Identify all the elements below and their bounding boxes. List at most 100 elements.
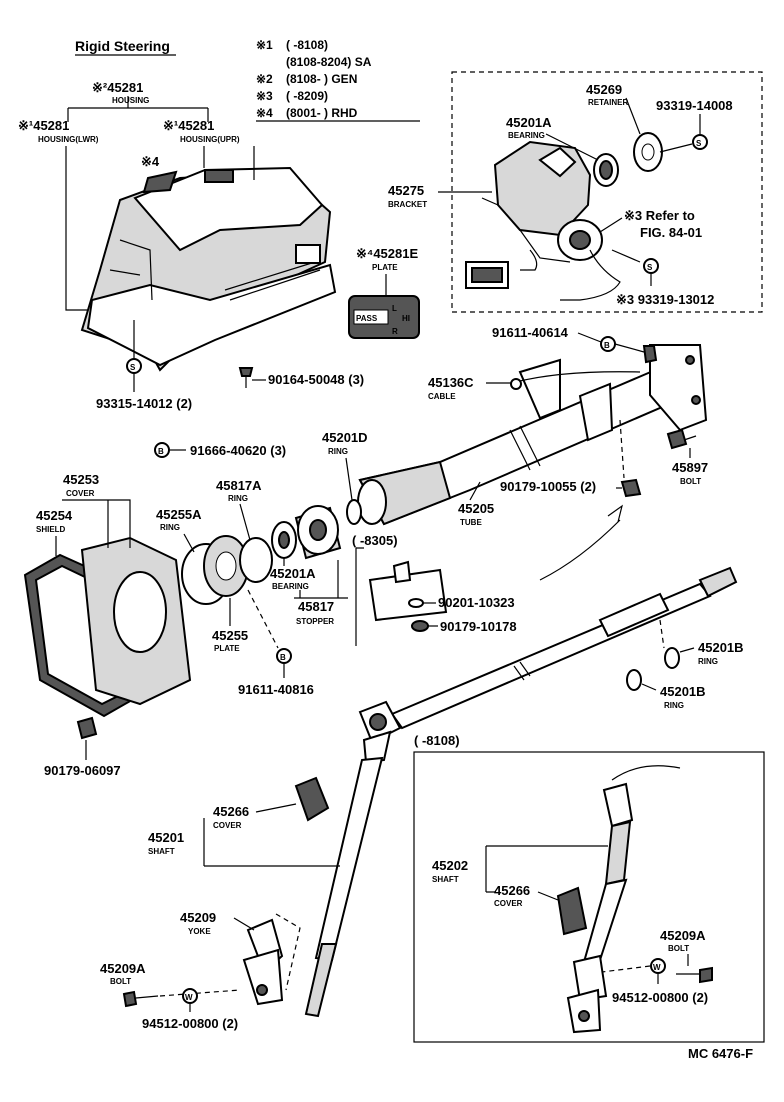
figure-ref: FIG. 84-01 [640, 225, 702, 240]
part-number: 45209A [660, 928, 706, 943]
part-number: 91611-40816 [238, 682, 314, 697]
callout-45255: 45255 PLATE [212, 598, 248, 653]
symbol-b: B [604, 341, 610, 350]
callout-90164: 90164-50048 (3) [238, 367, 364, 388]
column-tube [357, 366, 692, 526]
part-number: 45817A [216, 478, 262, 493]
range-label: ( -8305) [352, 533, 398, 548]
part-number: 45136C [428, 375, 474, 390]
callout-45255a: 45255A RING [156, 507, 202, 553]
part-number: 45275 [388, 183, 424, 198]
callout-45201: 45201 SHAFT [148, 818, 340, 867]
intermediate-shaft [304, 756, 384, 1018]
callout-45281-housing-upr: ※¹45281 HOUSING(UPR) [163, 118, 255, 180]
note-text-1: ( -8108) [286, 38, 328, 52]
part-number: 93319-14008 [656, 98, 733, 113]
part-number: 45897 [672, 460, 708, 475]
symbol-w: W [653, 963, 661, 972]
ring-45201b-2 [626, 669, 642, 691]
part-name: SHIELD [36, 525, 66, 534]
bracket-detail-box [451, 71, 763, 313]
part-number: 45205 [458, 501, 494, 516]
callout-45209: 45209 YOKE [180, 910, 301, 991]
part-number: 45201D [322, 430, 368, 445]
part-name: SHAFT [148, 847, 175, 856]
ring-45817a [239, 537, 273, 583]
callout-90179-10055: 90179-10055 (2) [500, 419, 642, 498]
cover-45253 [80, 536, 192, 706]
part-number: ※⁴45281E [356, 246, 418, 261]
callout-45136c: 45136C CABLE [428, 371, 641, 401]
stopper-45817 [294, 505, 342, 560]
part-number: 94512-00800 (2) [612, 990, 708, 1005]
symbol-s: S [696, 139, 702, 148]
part-number: 91666-40620 (3) [190, 443, 286, 458]
part-name: RING [664, 701, 684, 710]
plate-text-hi: HI [402, 314, 410, 323]
part-name: PLATE [372, 263, 398, 272]
note-text-2: (8108- ) GEN [286, 72, 357, 86]
part-name: BOLT [110, 977, 131, 986]
shaft-8108-detail-box [413, 751, 765, 1043]
part-name: SHAFT [432, 875, 459, 884]
callout-91666: B 91666-40620 (3) [154, 442, 286, 458]
callout-45209a-left: 45209A BOLT [100, 961, 241, 1008]
callout-91611-40614: 91611-40614 B [492, 325, 658, 364]
part-number: 45209 [180, 910, 216, 925]
symbol-w: W [185, 993, 193, 1002]
symbol-s: S [130, 363, 136, 372]
callout-45205: 45205 TUBE [458, 481, 494, 527]
part-name: YOKE [188, 927, 211, 936]
bearing-45201a-mid [271, 521, 297, 559]
callout-94512-left: W 94512-00800 (2) [142, 988, 238, 1031]
part-name: HOUSING [112, 96, 149, 105]
note-mark-4: ※4 [256, 106, 273, 120]
symbol-s: S [647, 263, 653, 272]
callout-refer-fig: ※3 Refer to FIG. 84-01 [599, 208, 702, 240]
bearing-45201a-top [593, 153, 619, 187]
refer-text: ※3 Refer to [624, 208, 695, 223]
callout-45201b-2: 45201B RING [641, 683, 706, 710]
note-mark-1: ※1 [256, 38, 273, 52]
part-name: HOUSING(LWR) [38, 135, 99, 144]
callout-45201b-1: 45201B RING [659, 619, 744, 666]
callout-45266: 45266 COVER [213, 803, 297, 830]
part-number: 90179-06097 [44, 763, 121, 778]
part-number: 45255 [212, 628, 248, 643]
part-name: RETAINER [588, 98, 629, 107]
part-number: 45266 [213, 804, 249, 819]
column-support-bracket [518, 344, 708, 442]
part-name: RING [328, 447, 348, 456]
part-name: TUBE [460, 518, 482, 527]
plate-text-pass: PASS [356, 314, 378, 323]
part-number: ※²45281 [92, 80, 143, 95]
symbol-b: B [158, 447, 164, 456]
part-name: PLATE [214, 644, 240, 653]
part-number: 45255A [156, 507, 202, 522]
part-number: 91611-40614 [492, 325, 569, 340]
diagram-title: Rigid Steering [75, 38, 170, 54]
part-number: 45253 [63, 472, 99, 487]
part-number: 90179-10178 [440, 619, 517, 634]
callout-45269: 45269 RETAINER [586, 82, 641, 135]
callout-45281-housing: ※²45281 HOUSING [67, 80, 209, 122]
applicability-notes: ※1 ( -8108) (8108-8204) SA ※2 (8108- ) G… [256, 38, 420, 122]
callout-94512-right: W 94512-00800 (2) [601, 958, 708, 1005]
steering-column-housing [80, 166, 337, 372]
universal-joint-upper [358, 700, 402, 764]
note-text-3: ( -8209) [286, 89, 328, 103]
note-text-1b: (8108-8204) SA [286, 55, 372, 69]
part-number: 45201A [270, 566, 316, 581]
part-number: 45201B [698, 640, 744, 655]
callout-45253: 45253 COVER [62, 472, 131, 548]
symbol-b: B [280, 653, 286, 662]
detail-8305: ( -8305) [352, 504, 623, 646]
part-number: 45266 [494, 883, 530, 898]
part-name: COVER [494, 899, 523, 908]
callout-45817: 45817 STOPPER [294, 560, 348, 626]
part-name: BRACKET [388, 200, 427, 209]
callout-45202: 45202 SHAFT [432, 845, 608, 893]
part-number: ※¹45281 [18, 118, 69, 133]
figure-code: MC 6476-F [688, 1046, 753, 1061]
